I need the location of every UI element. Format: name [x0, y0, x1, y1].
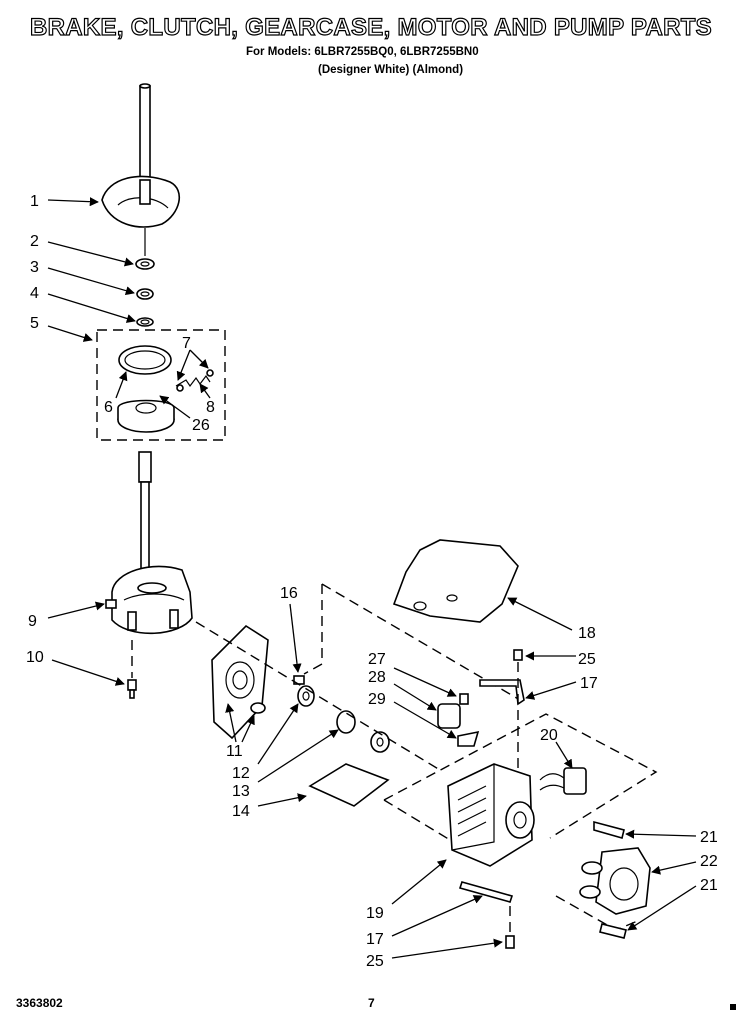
- part-coupler-13: [336, 710, 390, 753]
- part-bolt-10: [127, 679, 137, 699]
- part-screw-27: [459, 693, 469, 705]
- clutch-assembly-box: [96, 329, 226, 441]
- callout-20: 20: [540, 727, 558, 744]
- part-clutch-band-6: [118, 345, 172, 375]
- callout-21-upper: 21: [700, 829, 718, 846]
- part-strap-29: [457, 730, 480, 747]
- part-clutch-hub-26: [117, 399, 175, 433]
- part-clip-4: [136, 317, 154, 327]
- part-washer-2: [135, 258, 155, 270]
- callout-3: 3: [30, 259, 39, 276]
- part-spring-7-8: [175, 369, 214, 392]
- callout-17-upper: 17: [580, 675, 598, 692]
- callout-29: 29: [368, 691, 386, 708]
- callout-11: 11: [226, 743, 243, 760]
- callout-18: 18: [578, 625, 596, 642]
- callout-17-lower: 17: [366, 931, 384, 948]
- callout-14: 14: [232, 803, 250, 820]
- callout-9: 9: [28, 613, 37, 630]
- document-number: 3363802: [16, 996, 63, 1010]
- callout-5: 5: [30, 315, 39, 332]
- part-pump-22: [579, 847, 651, 915]
- callout-4: 4: [30, 285, 39, 302]
- callout-25-upper: 25: [578, 651, 596, 668]
- part-brake-cam: [101, 175, 181, 228]
- callout-10: 10: [26, 649, 44, 666]
- callout-16: 16: [280, 585, 298, 602]
- corner-mark: [730, 1004, 736, 1010]
- part-pad-14: [308, 763, 390, 807]
- model-colors: (Designer White) (Almond): [318, 64, 464, 76]
- page-number: 7: [368, 996, 375, 1010]
- callout-2: 2: [30, 233, 39, 250]
- callout-22: 22: [700, 853, 718, 870]
- part-screw-25-upper: [513, 649, 523, 661]
- callout-labels: 1 2 3 4 5 6 7 8 26 9 10 16 11 12 13 14 1…: [26, 193, 718, 970]
- part-capacitor-28: [437, 703, 461, 729]
- callout-13: 13: [232, 783, 250, 800]
- callout-21-lower: 21: [700, 877, 718, 894]
- callout-25-lower: 25: [366, 953, 384, 970]
- part-gearcase-9: [105, 565, 193, 635]
- callout-7: 7: [182, 335, 191, 352]
- callout-28: 28: [368, 669, 386, 686]
- part-mount-plate: [211, 624, 269, 740]
- agitator-shaft: [138, 451, 152, 583]
- part-motor-19: [447, 763, 535, 867]
- part-clip-21-upper: [593, 820, 625, 839]
- part-strap-17-lower: [458, 881, 514, 903]
- leader-lines: [47, 197, 697, 959]
- part-clip-21-lower: [599, 923, 627, 939]
- callout-6: 6: [104, 399, 113, 416]
- callout-1: 1: [30, 193, 39, 210]
- part-cap-11: [250, 702, 266, 714]
- page-title: BRAKE, CLUTCH, GEARCASE, MOTOR AND PUMP …: [29, 13, 712, 41]
- model-numbers: For Models: 6LBR7255BQ0, 6LBR7255BN0: [246, 46, 479, 58]
- part-shield-18: [392, 539, 519, 623]
- callout-27: 27: [368, 651, 386, 668]
- callout-19: 19: [366, 905, 384, 922]
- callout-12: 12: [232, 765, 250, 782]
- part-ring-3: [136, 288, 154, 300]
- callout-8: 8: [206, 399, 215, 416]
- part-switch-20: [539, 767, 587, 795]
- callout-26: 26: [192, 417, 210, 434]
- part-screw-25-lower: [505, 935, 515, 949]
